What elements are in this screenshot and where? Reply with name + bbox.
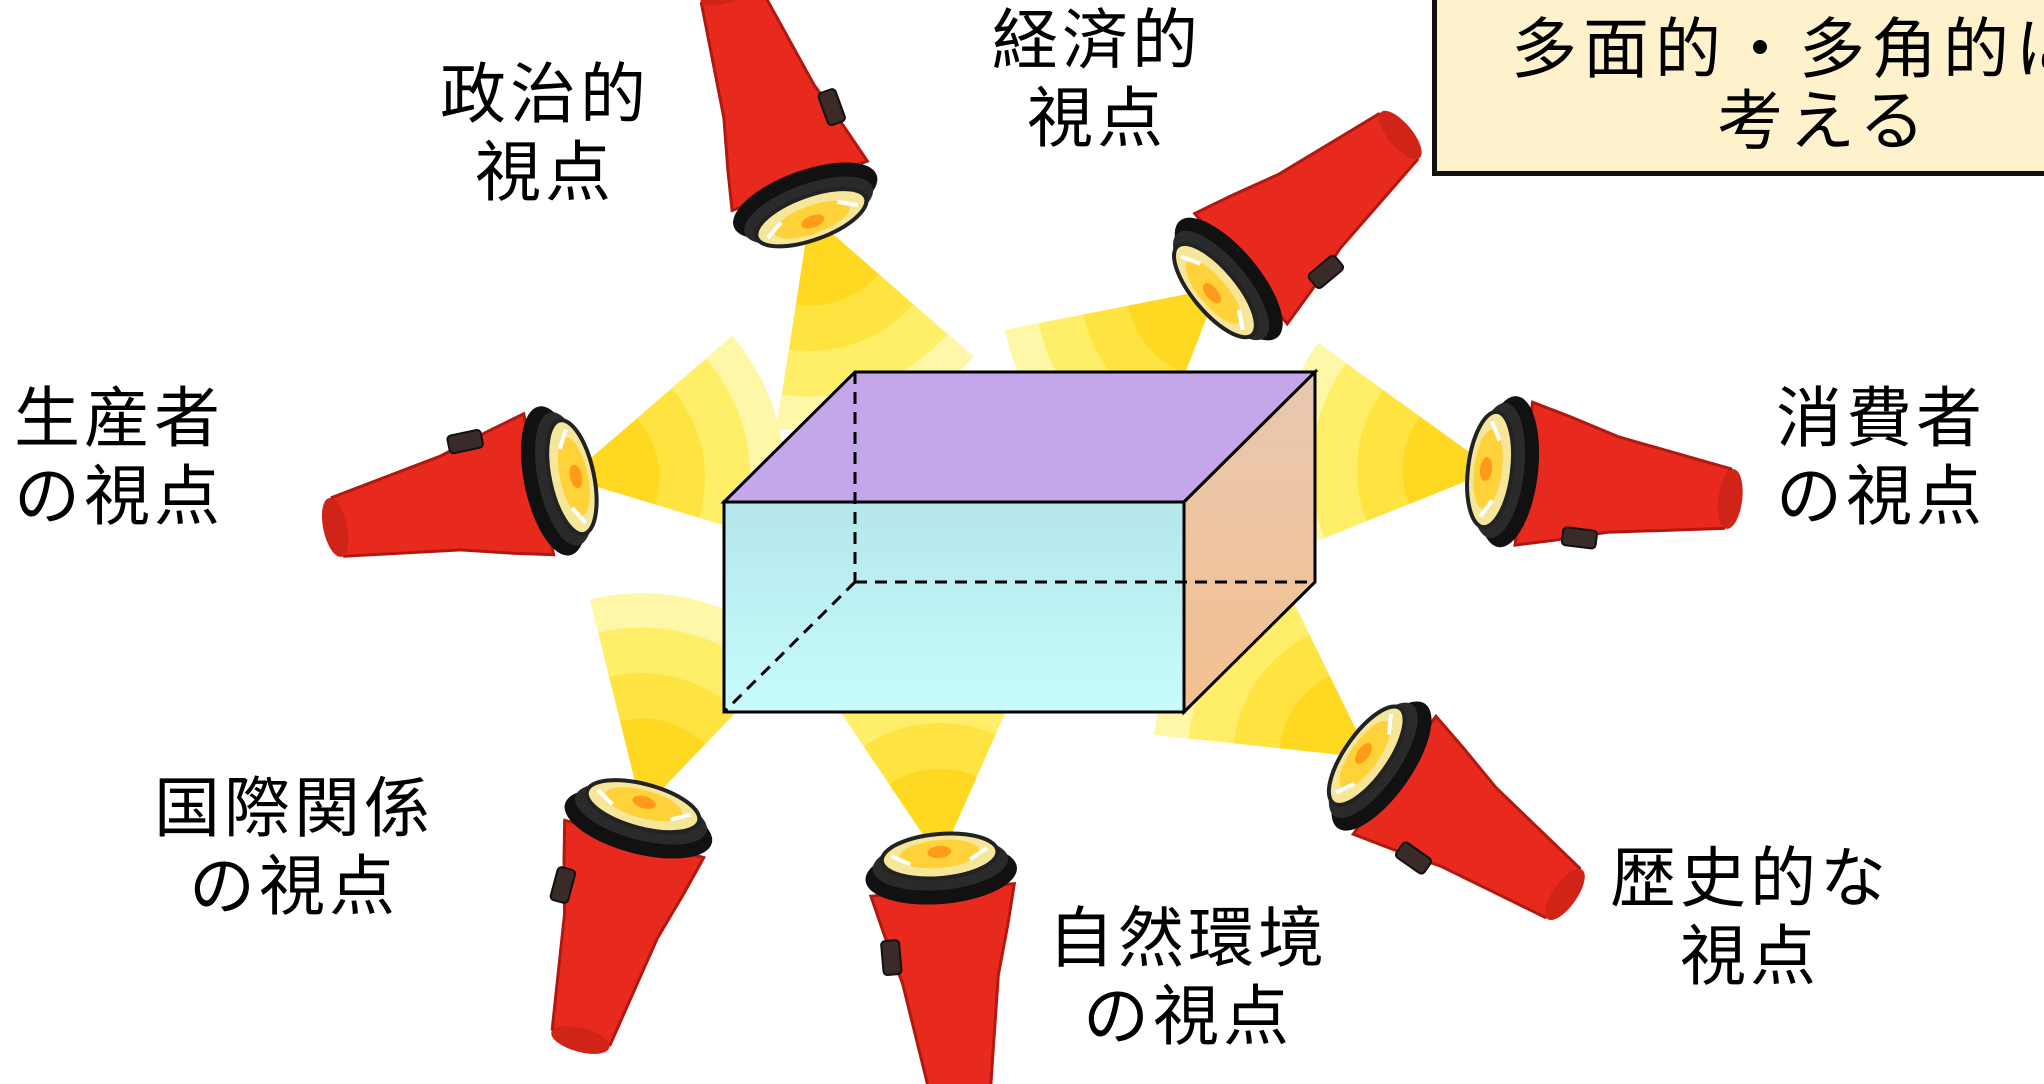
flashlight-icon xyxy=(1263,337,1757,607)
callout-line2: 考える xyxy=(1717,83,1932,160)
label-political: 政治的視点 xyxy=(440,56,650,211)
callout-box: 多面的・多角的に 考える xyxy=(1432,0,2044,176)
label-economic: 経済的視点 xyxy=(992,2,1202,157)
label-international: 国際関係の視点 xyxy=(154,770,434,925)
box-front-face xyxy=(722,500,1186,714)
label-consumer: 消費者の視点 xyxy=(1776,380,1986,535)
box-side-face xyxy=(1182,368,1317,716)
box-diagram xyxy=(720,368,1319,716)
label-historical: 歴史的な視点 xyxy=(1610,840,1890,995)
callout-line1: 多面的・多角的に xyxy=(1511,11,2044,88)
label-natural-environment: 自然環境の視点 xyxy=(1048,900,1328,1055)
label-producer: 生産者の視点 xyxy=(14,380,224,535)
box-hidden-edges xyxy=(722,372,1315,714)
